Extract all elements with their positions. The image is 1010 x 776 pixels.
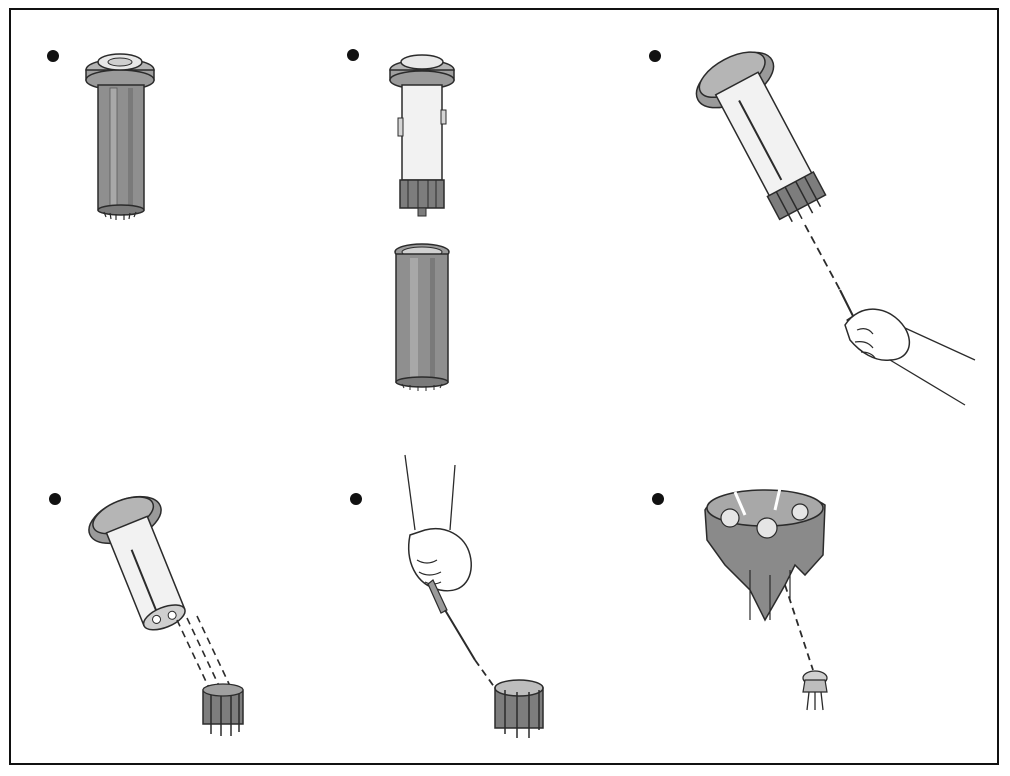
- step-4-illustration: [85, 490, 285, 750]
- step-1-bullet: [47, 50, 59, 62]
- separated-cartridge-icon: [389, 54, 455, 391]
- step-2-illustration: [380, 40, 470, 400]
- end-cap-removal-icon: [88, 495, 244, 736]
- diagram-frame: [9, 8, 999, 765]
- step-6-illustration: [695, 480, 855, 720]
- screwdriver-end-cap-icon: [404, 454, 544, 738]
- step-3-bullet: [649, 50, 661, 62]
- valve-removal-icon: [704, 487, 828, 711]
- step-2-bullet: [347, 49, 359, 61]
- step-5-illustration: [395, 450, 575, 750]
- step-3-illustration: [675, 40, 985, 420]
- step-4-bullet: [49, 493, 61, 505]
- screwdriver-insert-icon: [695, 51, 976, 406]
- step-6-bullet: [652, 493, 664, 505]
- filter-cartridge-icon: [85, 53, 155, 220]
- step-5-bullet: [350, 493, 362, 505]
- step-1-illustration: [80, 40, 170, 230]
